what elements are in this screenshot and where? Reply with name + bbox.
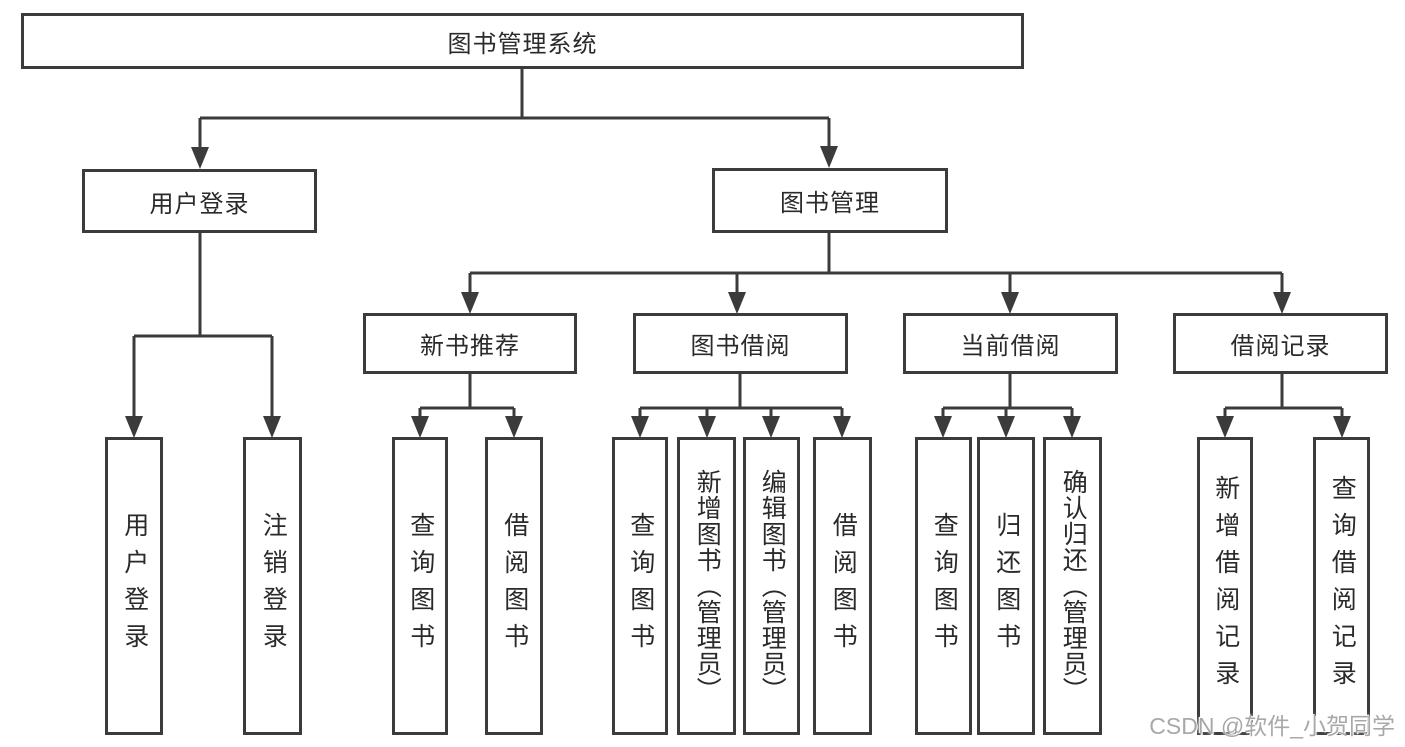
node-user-login-label: 用户登录: [149, 190, 250, 218]
node-user-login: 用户登录: [82, 169, 317, 233]
leaf-add-borrow-record-label: 新增借阅记录: [1211, 475, 1240, 697]
arrow-down-icon: [997, 416, 1015, 438]
leaf-return-book-label: 归还图书: [992, 512, 1021, 660]
node-current-borrow: 当前借阅: [903, 313, 1118, 374]
leaf-logout-label: 注销登录: [259, 512, 288, 660]
leaf-add-book-admin-label: 新增图书（管理员）: [693, 469, 722, 703]
leaf-borrow-books-1-label: 借阅图书: [500, 512, 529, 660]
arrow-down-icon: [698, 416, 716, 438]
leaf-query-books-2-label: 查询图书: [626, 512, 655, 660]
arrow-down-icon: [1216, 416, 1234, 438]
leaf-query-books-1: 查询图书: [392, 437, 448, 735]
leaf-query-books-2: 查询图书: [612, 437, 668, 735]
node-root-label: 图书管理系统: [447, 30, 598, 58]
csdn-watermark: CSDN @软件_小贺同学: [1149, 713, 1395, 739]
node-book-borrow: 图书借阅: [633, 313, 848, 374]
connector-borrowrecords-to-leaves: [1223, 374, 1344, 419]
leaf-query-books-3-label: 查询图书: [930, 512, 959, 660]
leaf-query-borrow-record: 查询借阅记录: [1313, 437, 1370, 735]
node-new-book-recommend-label: 新书推荐: [420, 333, 520, 360]
node-current-borrow-label: 当前借阅: [960, 333, 1061, 360]
leaf-add-borrow-record: 新增借阅记录: [1197, 437, 1253, 735]
connector-currentborrow-to-leaves: [941, 374, 1074, 419]
node-root: 图书管理系统: [21, 13, 1024, 69]
arrow-down-icon: [1001, 292, 1019, 314]
connector-root-to-level2: [198, 68, 831, 150]
node-borrow-records: 借阅记录: [1173, 313, 1388, 374]
node-new-book-recommend: 新书推荐: [363, 313, 577, 374]
leaf-user-login-label: 用户登录: [120, 512, 149, 660]
leaf-confirm-return-admin: 确认归还（管理员）: [1043, 437, 1102, 735]
node-book-management-label: 图书管理: [780, 190, 880, 217]
arrow-down-icon: [762, 416, 780, 438]
arrow-down-icon: [411, 416, 429, 438]
arrow-down-icon: [263, 416, 281, 438]
leaf-edit-book-admin-label: 编辑图书（管理员）: [758, 469, 787, 703]
leaf-query-books-1-label: 查询图书: [406, 512, 435, 660]
arrow-down-icon: [934, 416, 952, 438]
connector-bookborrow-to-leaves: [638, 374, 844, 419]
arrow-down-icon: [1063, 416, 1081, 438]
leaf-add-book-admin: 新增图书（管理员）: [677, 437, 736, 735]
leaf-confirm-return-admin-label: 确认归还（管理员）: [1059, 469, 1088, 703]
arrow-down-icon: [820, 146, 838, 168]
leaf-query-borrow-record-label: 查询借阅记录: [1328, 475, 1357, 697]
arrow-down-icon: [728, 292, 746, 314]
leaf-logout: 注销登录: [243, 437, 302, 735]
arrow-down-icon: [505, 416, 523, 438]
arrow-down-icon: [1333, 416, 1351, 438]
leaf-query-books-3: 查询图书: [915, 437, 972, 735]
leaf-return-book: 归还图书: [977, 437, 1035, 735]
leaf-edit-book-admin: 编辑图书（管理员）: [743, 437, 800, 735]
leaf-borrow-books-1: 借阅图书: [485, 437, 543, 735]
node-borrow-records-label: 借阅记录: [1230, 333, 1331, 360]
arrow-down-icon: [631, 416, 649, 438]
arrow-down-icon: [125, 416, 143, 438]
arrow-down-icon: [461, 292, 479, 314]
arrow-down-icon: [833, 416, 851, 438]
connector-newbookrec-to-leaves: [418, 374, 516, 419]
connector-userlogin-to-leaves: [132, 233, 274, 419]
leaf-borrow-books-2: 借阅图书: [813, 437, 872, 735]
leaf-borrow-books-2-label: 借阅图书: [829, 512, 858, 660]
arrow-down-icon: [191, 147, 209, 169]
node-book-borrow-label: 图书借阅: [690, 333, 791, 360]
connector-bookmgmt-to-level3: [468, 233, 1284, 295]
arrow-down-icon: [1273, 292, 1291, 314]
node-book-management: 图书管理: [712, 168, 948, 233]
leaf-user-login: 用户登录: [105, 437, 163, 735]
